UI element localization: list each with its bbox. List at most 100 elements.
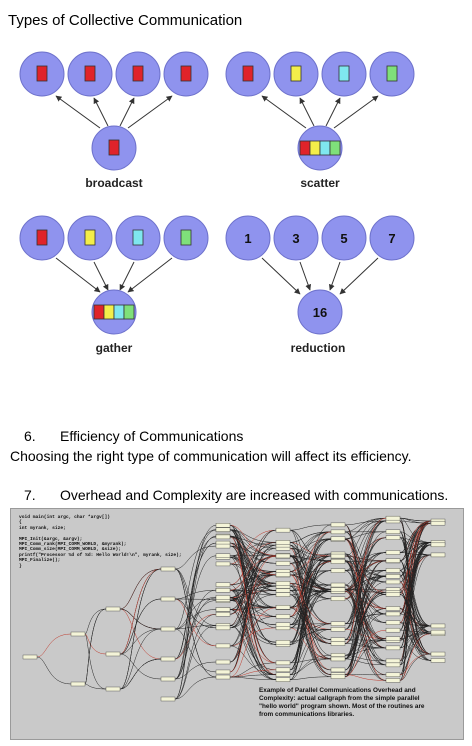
callgraph-node (385, 636, 401, 641)
callgraph-node (385, 678, 401, 683)
hello-world-code: void main(int argc, char *argv[]) { int … (19, 515, 182, 569)
reduction-input-3: 5 (340, 231, 347, 246)
callgraph-node (215, 607, 231, 612)
callgraph-edge (344, 608, 387, 678)
callgraph-edge (289, 529, 332, 562)
reduction-input-4: 7 (388, 231, 395, 246)
callgraph-node (70, 681, 86, 687)
callgraph-edge (289, 542, 332, 557)
callgraph-edge (84, 633, 107, 655)
callgraph-node (275, 677, 291, 682)
callgraph-node (215, 659, 231, 665)
callgraph-edge (344, 613, 387, 675)
callgraph-edge (174, 542, 217, 660)
callgraph-edge (229, 571, 277, 610)
callgraph-node (330, 637, 346, 642)
callgraph-edge (344, 638, 387, 656)
callgraph-node (215, 534, 231, 540)
callgraph-node (215, 543, 231, 549)
callgraph-edge (119, 598, 162, 655)
node (19, 51, 209, 171)
callgraph-edge (174, 568, 217, 678)
callgraph-edge (399, 522, 432, 561)
callgraph-node (275, 572, 291, 577)
callgraph-edge (229, 574, 277, 586)
callgraph-edge (399, 520, 432, 595)
process-node (225, 215, 271, 261)
callgraph-node (385, 515, 401, 521)
callgraph-edge (289, 594, 332, 644)
callgraph-edge (229, 542, 277, 557)
callgraph-node (330, 587, 346, 592)
callgraph-node (430, 623, 446, 629)
callgraph-edge (36, 656, 72, 685)
callgraph-node (275, 667, 291, 673)
callgraph-edge (399, 581, 432, 655)
callgraph-edge (229, 616, 277, 647)
callgraph-node (385, 672, 401, 678)
callgraph-edge (119, 608, 162, 630)
callgraph-edge (229, 525, 277, 556)
callgraph-edge (36, 633, 72, 658)
callgraph-edge (289, 574, 332, 600)
callgraph-edge (84, 683, 107, 690)
callgraph-edge (344, 570, 387, 644)
callgraph-node (160, 566, 176, 572)
callgraph-node (215, 523, 231, 528)
callgraph-node (330, 529, 346, 535)
callgraph-edge (289, 623, 332, 671)
process-node (297, 289, 343, 335)
callgraph-node (275, 581, 291, 586)
data-block (386, 65, 398, 82)
page-title: Types of Collective Communication (8, 12, 243, 29)
callgraph-node (275, 622, 291, 627)
callgraph-edge (344, 560, 387, 562)
callgraph-edge (289, 583, 332, 624)
callgraph-node (330, 656, 346, 662)
callgraph-edge (229, 590, 277, 643)
callgraph-node (215, 625, 231, 631)
callgraph-node (330, 536, 346, 541)
callgraph-image: void main(int argc, char *argv[]) { int … (10, 508, 464, 740)
callgraph-edge (229, 585, 277, 629)
item-6-heading: Efficiency of Communications (60, 428, 244, 444)
callgraph-node (215, 595, 231, 600)
callgraph-edge (84, 608, 107, 685)
callgraph-node (330, 553, 346, 559)
data-block (84, 229, 96, 246)
callgraph-node (430, 658, 446, 663)
callgraph-node (385, 620, 401, 625)
callgraph-node (275, 540, 291, 545)
callgraph-edge (119, 608, 162, 630)
callgraph-edge (344, 592, 387, 671)
callgraph-node (105, 606, 121, 612)
callgraph-node (330, 667, 346, 673)
callgraph-edge (229, 536, 277, 546)
callgraph-node (275, 614, 291, 619)
scatter-diagram: scatter (225, 51, 415, 190)
callgraph-edge (119, 658, 162, 690)
callgraph-edge (229, 590, 277, 617)
data-block (319, 140, 331, 156)
broadcast-diagram: broadcast (19, 51, 209, 190)
gather-diagram: gather (19, 215, 209, 355)
callgraph-edge (119, 568, 162, 690)
callgraph-node (330, 627, 346, 632)
callgraph-edge (174, 545, 217, 570)
callgraph-edge (229, 536, 277, 675)
callgraph-edge (174, 676, 217, 700)
reduction-label: reduction (291, 341, 346, 355)
callgraph-edge (174, 542, 217, 660)
callgraph-node (160, 696, 176, 702)
callgraph-edge (174, 590, 217, 600)
callgraph-edge (344, 629, 387, 678)
callgraph-edge (289, 583, 332, 592)
callgraph-edge (289, 538, 332, 587)
callgraph-edge (289, 616, 332, 660)
scatter-label: scatter (300, 176, 340, 190)
callgraph-edge (289, 531, 332, 572)
callgraph-edge (399, 517, 432, 522)
data-block (132, 229, 144, 246)
callgraph-edge (399, 517, 432, 543)
callgraph-edge (344, 520, 387, 571)
